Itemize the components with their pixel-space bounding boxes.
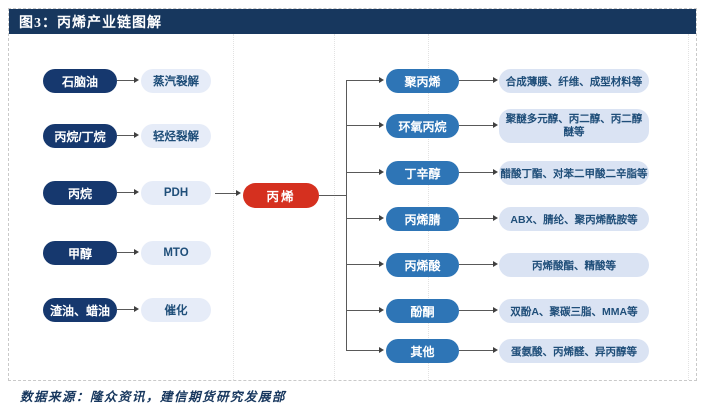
figure-title: 图3：丙烯产业链图解	[19, 15, 162, 31]
process-node: 蒸汽裂解	[141, 69, 211, 93]
connector-line	[346, 350, 381, 351]
uses-node: 丙烯酸酯、精酸等	[499, 253, 649, 277]
feedstock-node: 渣油、蜡油	[43, 298, 117, 322]
product-node: 聚丙烯	[386, 69, 459, 93]
arrowhead-icon	[134, 189, 139, 195]
product-node: 丙烯酸	[386, 253, 459, 277]
product-node: 丁辛醇	[386, 161, 459, 185]
uses-node: 蛋氨酸、丙烯醛、异丙醇等	[499, 339, 649, 363]
connector-line	[346, 310, 381, 311]
connector-line	[117, 309, 135, 310]
connector-line	[459, 218, 494, 219]
arrowhead-icon	[493, 122, 498, 128]
uses-node: 聚醚多元醇、丙二醇、丙二醇醚等	[499, 109, 649, 143]
arrowhead-icon	[379, 122, 384, 128]
arrowhead-icon	[236, 190, 241, 196]
node-propylene: 丙烯	[243, 183, 319, 208]
arrowhead-icon	[493, 347, 498, 353]
arrowhead-icon	[379, 347, 384, 353]
arrowhead-icon	[134, 306, 139, 312]
arrowhead-icon	[134, 132, 139, 138]
downstream-row: 酚酮 双酚A、聚碳三脂、MMA等	[9, 299, 696, 323]
uses-node: 醋酸丁酯、对苯二甲酸二辛脂等	[499, 161, 649, 185]
arrowhead-icon	[493, 77, 498, 83]
process-node: PDH	[141, 181, 211, 205]
figure-canvas: 图3：丙烯产业链图解 丙烯 石脑油 蒸汽裂解 丙烷/丁烷 轻烃裂解 丙烷 PDH…	[8, 8, 697, 381]
product-node: 环氧丙烷	[386, 114, 459, 138]
uses-node: 双酚A、聚碳三脂、MMA等	[499, 299, 649, 323]
arrowhead-icon	[379, 169, 384, 175]
connector-line	[117, 192, 135, 193]
arrowhead-icon	[379, 215, 384, 221]
arrowhead-icon	[379, 77, 384, 83]
uses-node: 合成薄膜、纤维、成型材料等	[499, 69, 649, 93]
connector-line	[459, 80, 494, 81]
arrowhead-icon	[134, 77, 139, 83]
product-node: 丙烯腈	[386, 207, 459, 231]
feedstock-node: 石脑油	[43, 69, 117, 93]
connector-line	[459, 172, 494, 173]
connector-line	[459, 264, 494, 265]
branch-spine-line	[346, 81, 347, 351]
feedstock-row: 丙烷/丁烷 轻烃裂解	[9, 124, 696, 148]
arrowhead-icon	[134, 249, 139, 255]
feedstock-node: 丙烷/丁烷	[43, 124, 117, 148]
process-node: MTO	[141, 241, 211, 265]
downstream-row: 其他 蛋氨酸、丙烯醛、异丙醇等	[9, 339, 696, 363]
arrowhead-icon	[379, 307, 384, 313]
arrowhead-icon	[493, 261, 498, 267]
arrowhead-icon	[493, 169, 498, 175]
pdh-to-propylene-line	[215, 193, 238, 194]
feedstock-row: 甲醇 MTO	[9, 241, 696, 265]
connector-line	[346, 264, 381, 265]
data-source-note: 数据来源：隆众资讯，建信期货研究发展部	[20, 390, 287, 404]
feedstock-node: 丙烷	[43, 181, 117, 205]
table-gridline	[334, 34, 335, 380]
connector-line	[117, 252, 135, 253]
figure-title-bar: 图3：丙烯产业链图解	[9, 9, 696, 34]
product-node: 其他	[386, 339, 459, 363]
connector-line	[459, 125, 494, 126]
table-gridline	[688, 34, 689, 380]
propylene-to-spine-line	[319, 195, 346, 196]
downstream-row: 聚丙烯 合成薄膜、纤维、成型材料等	[9, 69, 696, 93]
arrowhead-icon	[493, 307, 498, 313]
connector-line	[459, 350, 494, 351]
downstream-row: 丙烯腈 ABX、腈纶、聚丙烯酰胺等	[9, 207, 696, 231]
process-node: 轻烃裂解	[141, 124, 211, 148]
connector-line	[346, 80, 381, 81]
feedstock-row: 丙烷 PDH	[9, 181, 696, 205]
downstream-row: 环氧丙烷 聚醚多元醇、丙二醇、丙二醇醚等	[9, 109, 696, 143]
connector-line	[346, 218, 381, 219]
connector-line	[346, 172, 381, 173]
arrowhead-icon	[379, 261, 384, 267]
product-node: 酚酮	[386, 299, 459, 323]
uses-node: ABX、腈纶、聚丙烯酰胺等	[499, 207, 649, 231]
downstream-row: 丁辛醇 醋酸丁酯、对苯二甲酸二辛脂等	[9, 161, 696, 185]
downstream-row: 丙烯酸 丙烯酸酯、精酸等	[9, 253, 696, 277]
feedstock-row: 石脑油 蒸汽裂解	[9, 69, 696, 93]
feedstock-row: 渣油、蜡油 催化	[9, 298, 696, 322]
process-node: 催化	[141, 298, 211, 322]
arrowhead-icon	[493, 215, 498, 221]
table-gridline	[233, 34, 234, 380]
connector-line	[346, 125, 381, 126]
connector-line	[117, 135, 135, 136]
feedstock-node: 甲醇	[43, 241, 117, 265]
connector-line	[459, 310, 494, 311]
connector-line	[117, 80, 135, 81]
